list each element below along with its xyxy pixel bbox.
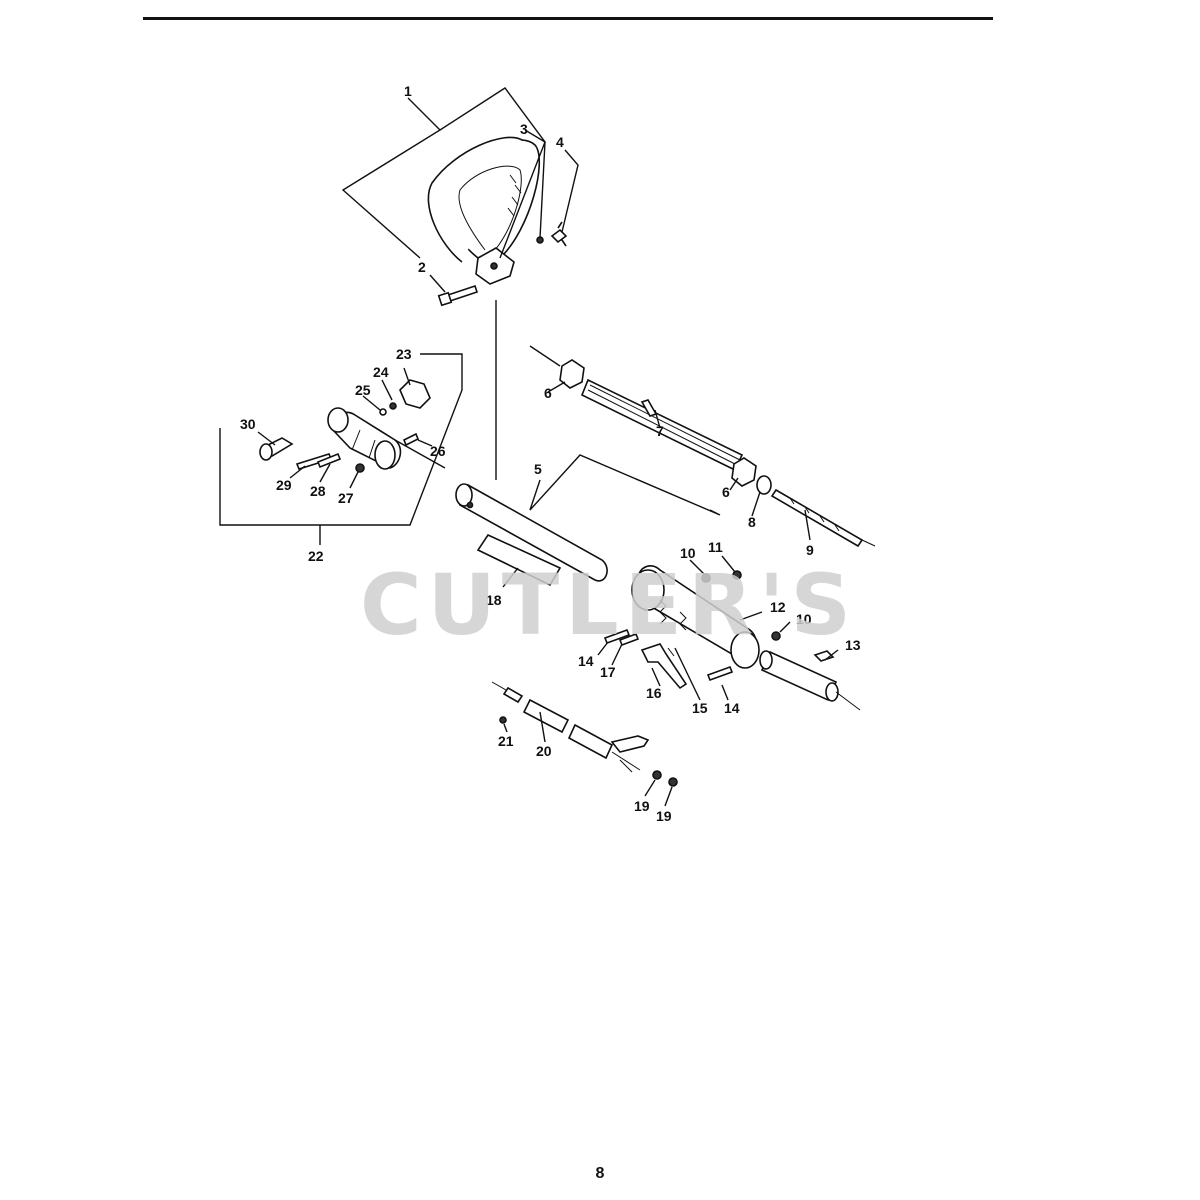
callout-14a: 14 xyxy=(578,653,594,669)
callout-11: 11 xyxy=(708,539,723,555)
wing-nut xyxy=(550,221,568,247)
shaft-washer xyxy=(756,475,772,495)
callout-10b: 10 xyxy=(796,611,812,627)
callout-12: 12 xyxy=(770,599,786,615)
grip-screw-17 xyxy=(618,632,640,647)
grip-nut-10a xyxy=(701,573,711,583)
shaft-tube xyxy=(455,483,608,582)
callout-23: 23 xyxy=(396,346,412,362)
callout-10a: 10 xyxy=(680,545,696,561)
callout-29: 29 xyxy=(276,477,292,493)
callout-22: 22 xyxy=(308,548,324,564)
page-number: 8 xyxy=(595,1165,605,1182)
callout-18: 18 xyxy=(486,592,502,608)
trigger-spring xyxy=(667,647,675,657)
callout-13: 13 xyxy=(845,637,861,653)
callout-30: 30 xyxy=(240,416,256,432)
fitting-end xyxy=(259,443,273,461)
callout-21: 21 xyxy=(498,733,514,749)
loop-handle xyxy=(427,136,541,285)
throttle-cable xyxy=(491,681,650,773)
coupling-label xyxy=(813,650,835,662)
grip-nut-11 xyxy=(732,570,742,580)
grip-nut-10b xyxy=(771,631,781,641)
callout-19b: 19 xyxy=(656,808,672,824)
housing-bolt-28 xyxy=(316,452,342,469)
callout-25: 25 xyxy=(355,382,371,398)
callout-6b: 6 xyxy=(722,484,730,500)
bushing-top xyxy=(559,359,585,389)
callout-17: 17 xyxy=(600,664,616,680)
callout-9: 9 xyxy=(806,542,814,558)
callout-7: 7 xyxy=(656,423,664,439)
callout-27: 27 xyxy=(338,490,354,506)
housing-nut xyxy=(355,463,365,473)
callout-5: 5 xyxy=(534,461,542,477)
callout-labels: 1 2 3 4 5 6 6 7 8 9 10 10 11 12 13 14 14… xyxy=(240,83,861,824)
callout-3: 3 xyxy=(520,121,528,137)
throttle-trigger xyxy=(640,643,688,690)
header-rule xyxy=(143,17,993,20)
grip-housing xyxy=(631,565,760,669)
drive-shaft xyxy=(580,378,744,472)
housing-washer xyxy=(389,402,397,410)
callout-14b: 14 xyxy=(724,700,740,716)
cable-nut-b xyxy=(668,777,678,787)
cable-nut-a xyxy=(652,770,662,780)
callout-15: 15 xyxy=(692,700,708,716)
label-decal xyxy=(476,533,562,587)
grip-screw-14b xyxy=(706,665,734,682)
coupling-tube xyxy=(759,650,861,711)
throttle-housing xyxy=(327,407,402,470)
housing-ring xyxy=(379,408,387,416)
callout-1: 1 xyxy=(404,83,412,99)
flex-cable xyxy=(770,488,876,548)
callout-19a: 19 xyxy=(634,798,650,814)
callout-8: 8 xyxy=(748,514,756,530)
callout-2: 2 xyxy=(418,259,426,275)
callout-16: 16 xyxy=(646,685,662,701)
grip-screw-14a xyxy=(603,628,631,645)
callout-4: 4 xyxy=(556,134,564,150)
callout-6a: 6 xyxy=(544,385,552,401)
cable-clip xyxy=(499,716,507,724)
callout-26: 26 xyxy=(430,443,446,459)
housing-screw xyxy=(402,432,420,447)
star-knob xyxy=(399,379,431,409)
handle-bolt xyxy=(437,284,479,307)
callout-20: 20 xyxy=(536,743,552,759)
callout-24: 24 xyxy=(373,364,389,380)
callout-28: 28 xyxy=(310,483,326,499)
